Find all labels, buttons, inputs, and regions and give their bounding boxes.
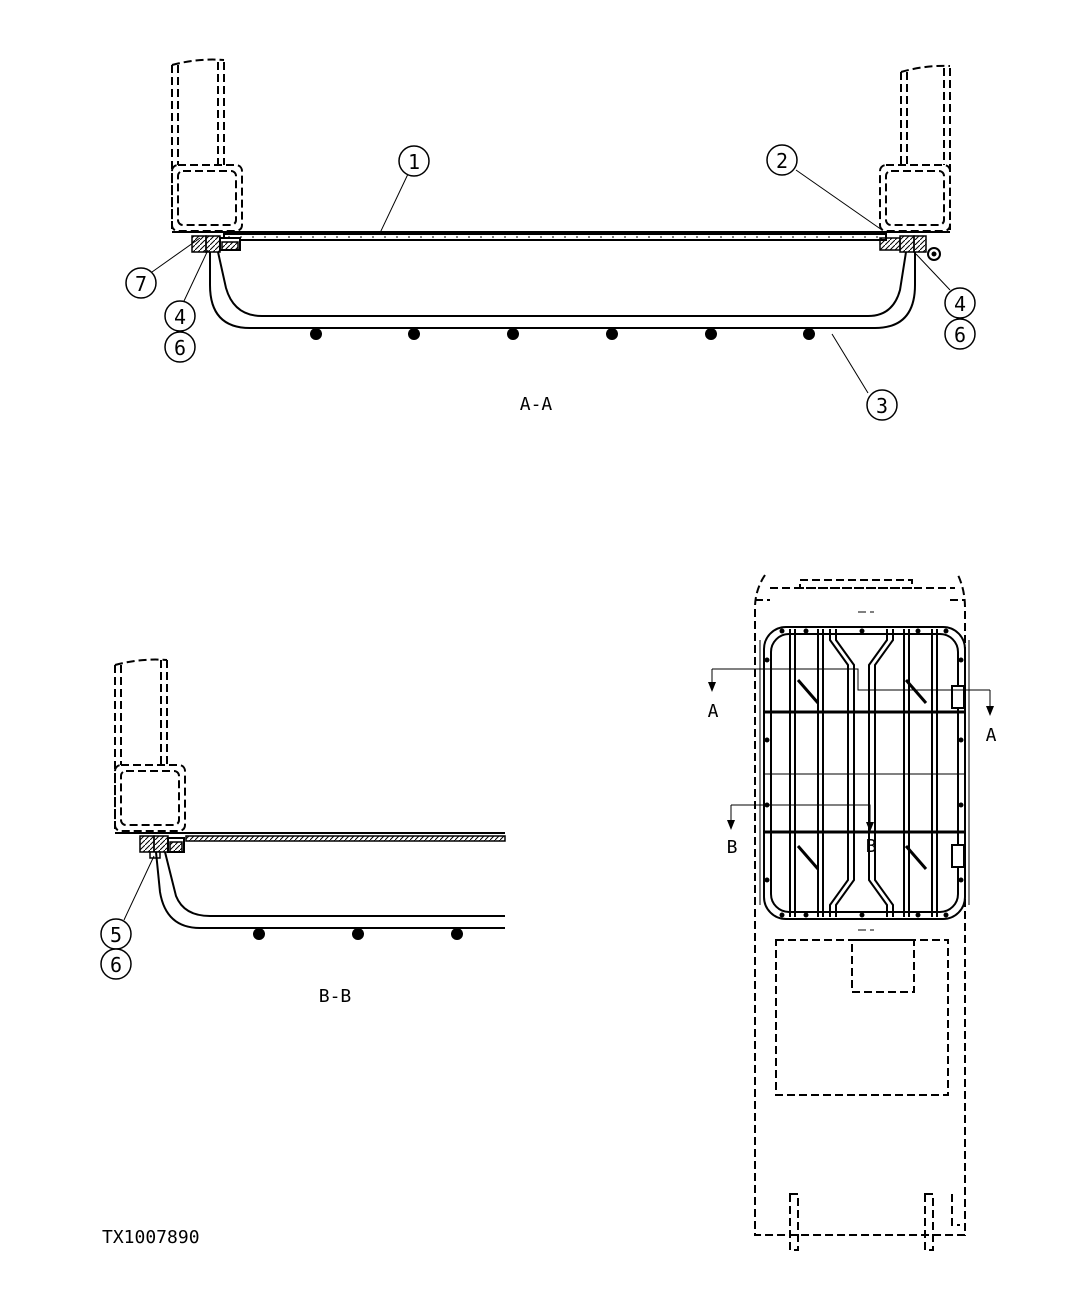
callout-4-right: 4 [944,287,976,319]
top-view: A A B B [708,574,997,1251]
callout-3: 3 [866,389,898,421]
cut-line-aa [708,668,994,716]
top-side-latches [951,685,965,868]
top-vertical-bars [789,629,938,917]
callout-6-bb: 6 [100,948,132,980]
callout-1: 1 [398,145,430,177]
top-small-marks [858,611,874,931]
svg-text:3: 3 [876,394,888,418]
cut-mark-b-left: B [727,837,738,858]
section-aa-bars [310,328,815,340]
svg-text:4: 4 [954,292,966,316]
section-aa-label: A-A [520,394,553,415]
callout-5: 5 [100,918,132,950]
cut-line-bb [727,804,874,832]
cut-mark-a-left: A [708,701,719,722]
left-clamp [191,235,241,253]
left-post [171,58,243,232]
svg-text:6: 6 [110,953,122,977]
callout-7: 7 [125,267,157,299]
bb-post [114,658,186,832]
top-horizontal-bars [764,710,965,834]
guard-frame [209,251,916,329]
svg-text:2: 2 [776,149,788,173]
figure-id: TX1007890 [102,1227,200,1248]
top-lower-panel [775,939,949,1096]
right-clamp [879,235,941,261]
bb-guard-frame [155,851,505,929]
bb-clamp [139,835,185,859]
section-bb-label: B-B [319,986,352,1007]
section-bb-bars [253,928,463,940]
top-guard-frame [759,626,970,920]
callout-4-left: 4 [164,300,196,332]
cut-mark-b-right: B [866,836,877,857]
top-diagonal-braces [796,679,928,870]
bb-leader [123,855,155,921]
section-aa-view: 1 2 7 4 6 4 6 3 A-A [125,58,976,421]
top-frame-bolts [764,628,964,918]
section-bb-view: 5 6 B-B [100,658,506,1007]
svg-text:5: 5 [110,923,122,947]
bb-panel [115,832,506,842]
cab-outline [754,574,966,1236]
top-panel [172,231,950,241]
callout-2: 2 [766,144,798,176]
svg-text:4: 4 [174,305,186,329]
right-post [879,64,951,232]
svg-text:6: 6 [174,336,186,360]
callout-6-right: 6 [944,318,976,350]
svg-text:6: 6 [954,323,966,347]
cut-mark-a-right: A [986,725,997,746]
svg-text:1: 1 [408,150,420,174]
callout-6-left: 6 [164,331,196,363]
top-bottom-studs [789,1193,960,1251]
section-aa-leaders [151,169,951,394]
svg-text:7: 7 [135,272,147,296]
